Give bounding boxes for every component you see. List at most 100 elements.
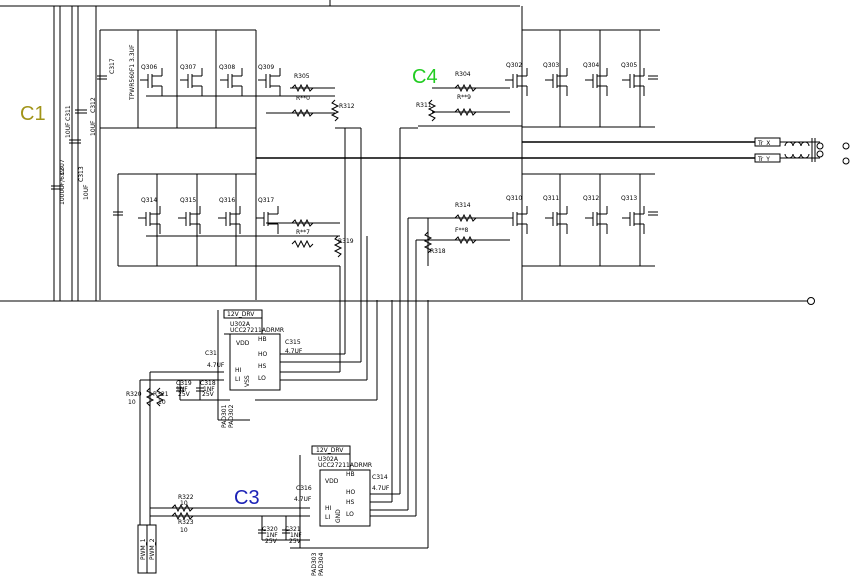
- r322-value: 10: [180, 500, 188, 507]
- drv1-vdd: VDD: [236, 340, 250, 347]
- drv2-hs: HS: [346, 499, 355, 506]
- drv2-vdd: VDD: [325, 478, 339, 485]
- q303-label: Q303: [543, 62, 559, 69]
- c307-value: 1000UF/63V: [59, 167, 66, 205]
- pwm1-label: PWM_1: [140, 538, 147, 560]
- r305-label: R305: [294, 73, 310, 80]
- drv1-hs: HS: [258, 363, 267, 370]
- q312-label: Q312: [583, 195, 599, 202]
- drv1-li: LI: [235, 376, 240, 383]
- drv1-hb: HB: [258, 336, 267, 343]
- r323-label: R323: [178, 519, 194, 526]
- q315-label: Q315: [180, 197, 196, 204]
- drv1-ref: U302A: [230, 321, 251, 328]
- q316-label: Q316: [219, 197, 235, 204]
- drv2-c316: C316: [296, 485, 312, 492]
- power-rails: [0, 0, 810, 302]
- try-label: Tr_Y: [757, 156, 770, 163]
- c307-label: C307: [59, 159, 66, 175]
- drv2-pad2: PAD304: [318, 552, 325, 576]
- c311-label: C311: [65, 105, 72, 121]
- drv1-supply: 12V_DRV: [227, 311, 255, 318]
- mosfet-bodies: [138, 68, 645, 234]
- q311-label: Q311: [543, 195, 559, 202]
- drv1-cv2: 1NF: [203, 386, 215, 393]
- c311-value: 10UF: [65, 122, 72, 138]
- drv1-ho: HO: [258, 351, 268, 358]
- bridge-upper-left: [100, 29, 335, 300]
- q304-label: Q304: [583, 62, 599, 69]
- r322-label: R322: [178, 494, 194, 501]
- r320-value: 10: [128, 399, 136, 406]
- drv1-vr1: 25V: [178, 391, 191, 398]
- capacitor-symbols: [51, 75, 658, 534]
- q310-label: Q310: [506, 195, 522, 202]
- r318-label: F**8: [455, 227, 468, 234]
- drv2-part: UCC27211ADRMR: [318, 462, 372, 469]
- r314-label: R314: [455, 202, 471, 209]
- resistor-symbols: [145, 83, 477, 521]
- bridge-lower-left: [117, 173, 340, 267]
- driver-ic-1: [223, 309, 281, 391]
- trx-label: Tr_X: [757, 140, 770, 147]
- r307-label: R**7: [296, 229, 310, 236]
- q307-label: Q307: [180, 64, 196, 71]
- drv2-lo: LO: [346, 511, 354, 518]
- r304-label: R304: [455, 71, 471, 78]
- drv1-pad1: PAD301: [221, 404, 228, 428]
- r311-label: R311: [416, 102, 432, 109]
- pwm-connector: [137, 524, 157, 574]
- drv1-vr2: 25V: [202, 391, 215, 398]
- r320-label: R320: [126, 391, 142, 398]
- drv1-hi: HI: [235, 367, 242, 374]
- bridge-lower-right: [427, 173, 655, 267]
- drv1-vss: VSS: [244, 375, 251, 387]
- c312-label: C312: [90, 97, 97, 113]
- drv2-cv1: 1NF: [266, 532, 278, 539]
- drv2-supply: 12V_DRV: [316, 447, 344, 454]
- drv1-part: UCC27211ADRMR: [230, 327, 284, 334]
- q308-label: Q308: [219, 64, 235, 71]
- drv2-c314v: 4.7UF: [372, 485, 390, 492]
- drv1-c315v: 4.7UF: [285, 348, 303, 355]
- drv1-cv1: 1NF: [176, 386, 188, 393]
- drv2-c321: C321: [285, 526, 301, 533]
- c313-label: C313: [78, 166, 85, 182]
- q313-label: Q313: [621, 195, 637, 202]
- q305-label: Q305: [621, 62, 637, 69]
- q306-label: Q306: [141, 64, 157, 71]
- drv2-gnd: GND: [335, 509, 342, 523]
- drv1-c319: C319: [176, 380, 192, 387]
- drv2-c320: C320: [262, 526, 278, 533]
- q309-label: Q309: [258, 64, 274, 71]
- c313-value: 10UF: [83, 184, 90, 200]
- pwm2-label: PWM_2: [149, 538, 156, 560]
- output-terminal: [807, 297, 815, 305]
- q302-label: Q302: [506, 62, 522, 69]
- bridge-upper-right: [418, 29, 660, 128]
- label-c1: C1: [20, 103, 46, 125]
- drv2-cv2: 1NF: [290, 532, 302, 539]
- drv2-hi: HI: [325, 505, 332, 512]
- r318b-label: R318: [430, 248, 446, 255]
- gate-drive-traces: [139, 127, 429, 549]
- r321-value: 10: [158, 399, 166, 406]
- driver-ic-2: [311, 445, 371, 527]
- drv2-hb: HB: [346, 471, 355, 478]
- label-c3: C3: [234, 487, 260, 509]
- r321-label: R321: [153, 391, 169, 398]
- r310-label: R**0: [296, 95, 310, 102]
- r309-label: R**9: [457, 94, 471, 101]
- transformer: [754, 137, 850, 165]
- q314-label: Q314: [141, 197, 157, 204]
- drv2-ref: U302A: [318, 456, 339, 463]
- r323-value: 10: [180, 527, 188, 534]
- r312-label: R312: [339, 103, 355, 110]
- drv2-vr1: 25V: [265, 538, 278, 545]
- transformer-bus: [256, 141, 820, 159]
- drv1-c318: C318: [200, 380, 216, 387]
- c312-value: 10UF: [90, 120, 97, 136]
- drv1-c31: C31: [205, 350, 217, 357]
- drv2-pad1: PAD303: [311, 552, 318, 576]
